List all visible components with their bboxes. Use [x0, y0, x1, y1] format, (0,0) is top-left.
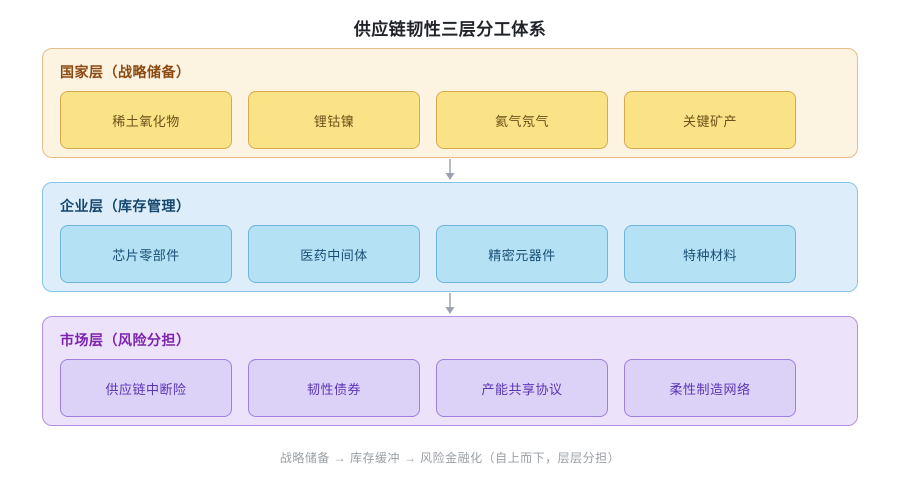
node-helium-neon-gas: 氦气氖气: [436, 91, 608, 149]
node-flexible-manufacturing-network: 柔性制造网络: [624, 359, 796, 417]
node-rare-earth-oxides: 稀土氧化物: [60, 91, 232, 149]
node-special-materials: 特种材料: [624, 225, 796, 283]
node-resilience-bonds: 韧性债券: [248, 359, 420, 417]
node-lithium-cobalt-nickel: 锂钴镍: [248, 91, 420, 149]
layer-national-boxes: 稀土氧化物 锂钴镍 氦气氖气 关键矿产: [60, 91, 840, 149]
flow-summary-caption: 战略储备 → 库存缓冲 → 风险金融化（自上而下，层层分担）: [279, 451, 621, 465]
node-critical-minerals: 关键矿产: [624, 91, 796, 149]
layer-market-title: 市场层（风险分担）: [60, 332, 191, 348]
layer-market-boxes: 供应链中断险 韧性债券 产能共享协议 柔性制造网络: [60, 359, 840, 417]
layer-enterprise: 企业层（库存管理） 芯片零部件 医药中间体 精密元器件 特种材料: [42, 182, 858, 292]
layer-enterprise-boxes: 芯片零部件 医药中间体 精密元器件 特种材料: [60, 225, 840, 283]
layer-market: 市场层（风险分担） 供应链中断险 韧性债券 产能共享协议 柔性制造网络: [42, 316, 858, 426]
down-arrow-icon: [445, 159, 455, 180]
down-arrow-icon: [445, 293, 455, 314]
arrow-enterprise-to-market: [42, 292, 858, 316]
node-supply-chain-interruption-insurance: 供应链中断险: [60, 359, 232, 417]
node-pharma-intermediates: 医药中间体: [248, 225, 420, 283]
page-title: 供应链韧性三层分工体系: [353, 20, 547, 39]
node-chip-components: 芯片零部件: [60, 225, 232, 283]
three-layer-diagram: 国家层（战略储备） 稀土氧化物 锂钴镍 氦气氖气 关键矿产 企业层（库存管理） …: [42, 48, 858, 426]
layer-national-title: 国家层（战略储备）: [60, 64, 191, 80]
arrow-national-to-enterprise: [42, 158, 858, 182]
layer-enterprise-title: 企业层（库存管理）: [60, 198, 191, 214]
node-precision-components: 精密元器件: [436, 225, 608, 283]
node-capacity-sharing-agreements: 产能共享协议: [436, 359, 608, 417]
layer-national: 国家层（战略储备） 稀土氧化物 锂钴镍 氦气氖气 关键矿产: [42, 48, 858, 158]
